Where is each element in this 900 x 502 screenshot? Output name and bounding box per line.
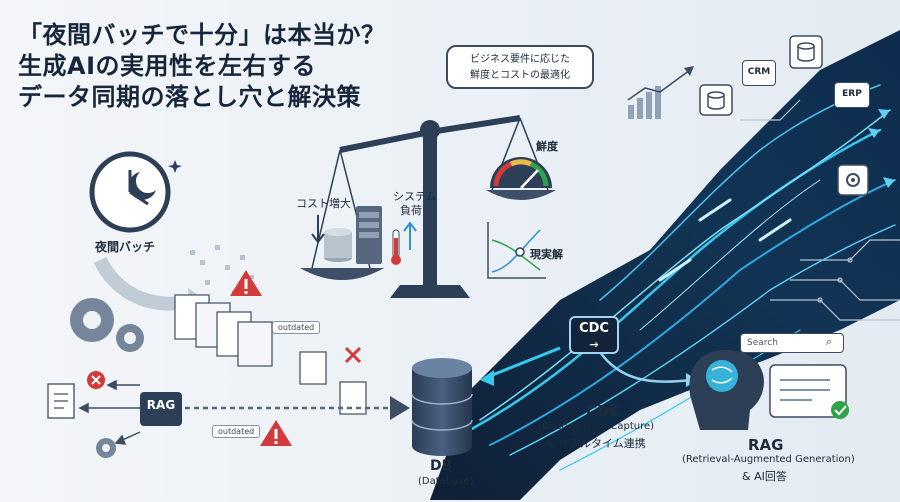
title-line-1: 「夜間バッチで十分」は本当か？ xyxy=(18,21,386,49)
rag-right-sub-1: (Retrieval-Augmented Generation) xyxy=(682,454,855,465)
left-document-icons xyxy=(47,383,75,419)
realistic-label: 現実解 xyxy=(530,248,563,261)
cdc-box: CDC → xyxy=(569,316,619,354)
database-app-icon xyxy=(699,84,733,116)
left-flow-arrows xyxy=(78,379,141,445)
data-band xyxy=(430,30,900,500)
outdated-tag-1: outdated xyxy=(272,321,321,334)
cdc-sub-1: (Change Data Capture) xyxy=(538,421,655,432)
system-label-1: システム xyxy=(393,190,437,203)
app-icons xyxy=(699,35,869,196)
stream-arrowheads xyxy=(868,109,895,188)
bubble-line-2: 鮮度とコストの最適化 xyxy=(470,70,570,81)
cost-label: コスト増大 xyxy=(296,197,351,210)
cdc-box-label: CDC xyxy=(579,321,609,336)
db-sub-label: (Database) xyxy=(418,476,474,487)
rag-right-sub-2: & AI回答 xyxy=(742,470,787,483)
circuit-traces xyxy=(740,99,900,321)
cdc-sub-2: & リアルタイム連携 xyxy=(546,437,646,450)
db-label: DB xyxy=(430,458,453,474)
cdc-to-rag-arrow xyxy=(598,351,691,383)
crm-box: CRM xyxy=(742,60,776,86)
cdc-label: CDC xyxy=(586,402,621,420)
ai-answer-card xyxy=(769,364,849,419)
warning-icons xyxy=(230,270,292,446)
ai-brain-icon xyxy=(689,349,764,430)
tradeoff-chart xyxy=(487,222,546,279)
cdc-to-db-arrowhead xyxy=(480,370,494,386)
erp-box: ERP xyxy=(834,82,870,108)
rag-left-box: RAG xyxy=(140,392,182,426)
rag-to-db-arrowhead xyxy=(390,396,410,420)
system-label-2: 負荷 xyxy=(400,204,422,217)
bar-chart-icon xyxy=(627,66,694,119)
title-line-2: 生成AIの実用性を左右する xyxy=(18,52,317,80)
database-sync-icon xyxy=(789,35,823,69)
speech-bubble: ビジネス要件に応じた 鮮度とコストの最適化 xyxy=(446,45,594,89)
database-icon xyxy=(411,358,473,456)
cost-coins-and-server xyxy=(311,206,417,265)
stale-documents xyxy=(174,294,367,415)
gears-icon xyxy=(70,298,144,458)
freshness-label: 鮮度 xyxy=(536,140,558,153)
clock-icon xyxy=(89,151,182,233)
search-input[interactable]: Search xyxy=(740,333,844,353)
batch-label: 夜間バッチ xyxy=(95,240,156,254)
title-line-3: データ同期の落とし穴と解決策 xyxy=(18,83,361,111)
bubble-line-1: ビジネス要件に応じた xyxy=(470,54,570,65)
search-icon: ⌕ xyxy=(826,335,833,348)
arrow-right-icon: → xyxy=(589,338,599,351)
balance-scale xyxy=(300,115,556,298)
error-x-icons xyxy=(87,346,362,389)
outdated-tag-2: outdated xyxy=(212,425,261,438)
freshness-gauge xyxy=(490,157,552,189)
rag-right-label: RAG xyxy=(748,436,784,454)
